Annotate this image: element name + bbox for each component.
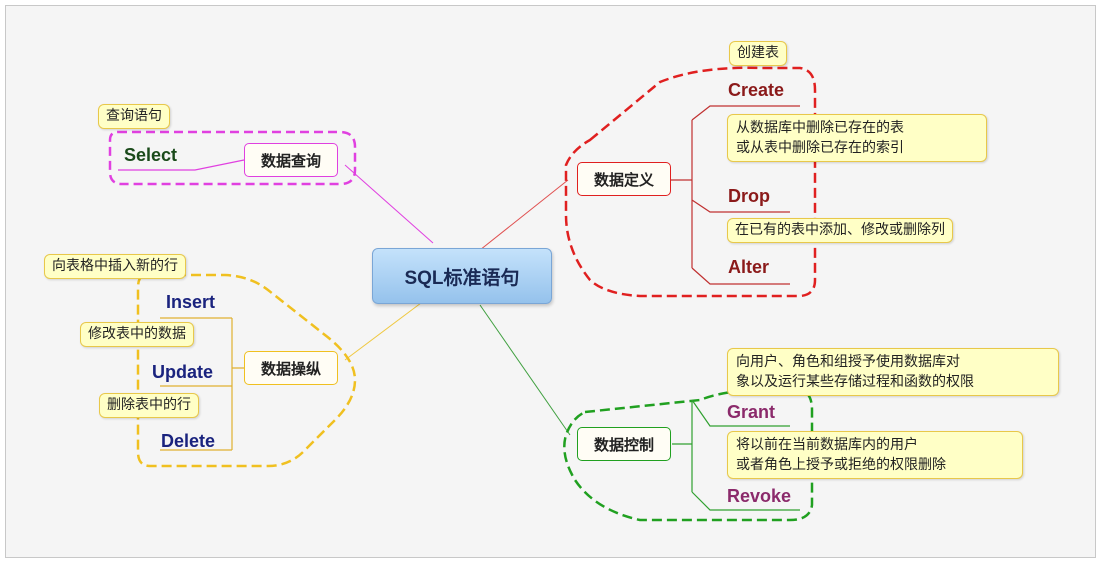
keyword-drop[interactable]: Drop (728, 186, 770, 206)
note-grant: 向用户、角色和组授予使用数据库对 象以及运行某些存储过程和函数的权限 (727, 348, 1059, 396)
branch-manipulation[interactable]: 数据操纵 (244, 351, 338, 385)
keyword-revoke[interactable]: Revoke (727, 486, 792, 506)
connector-center-control (479, 304, 571, 436)
keyword-grant[interactable]: Grant (727, 402, 776, 422)
connector-center-query (344, 164, 434, 244)
branch-control-label: 数据控制 (593, 435, 654, 454)
center-label: SQL标准语句 (404, 267, 520, 289)
keyword-select[interactable]: Select (124, 145, 178, 165)
branch-query-label: 数据查询 (260, 151, 321, 170)
branch-manipulation-label: 数据操纵 (260, 359, 321, 378)
boundary-definition (564, 66, 817, 298)
branch-definition[interactable]: 数据定义 (577, 162, 671, 196)
note-update: 修改表中的数据 (80, 322, 194, 347)
keyword-create[interactable]: Create (728, 80, 785, 100)
connector-center-definition (479, 179, 569, 251)
boundary-query (108, 130, 357, 186)
connector-center-manipulation (344, 299, 426, 361)
boundary-manipulation (136, 273, 357, 468)
note-drop: 从数据库中删除已存在的表 或从表中删除已存在的索引 (727, 114, 987, 162)
center-node[interactable]: SQL标准语句 (372, 248, 552, 304)
note-revoke: 将以前在当前数据库内的用户 或者角色上授予或拒绝的权限删除 (727, 431, 1023, 479)
keyword-insert[interactable]: Insert (166, 292, 216, 312)
note-delete: 删除表中的行 (99, 393, 199, 418)
keyword-delete[interactable]: Delete (161, 431, 216, 451)
branch-query[interactable]: 数据查询 (244, 143, 338, 177)
branch-definition-label: 数据定义 (593, 170, 654, 189)
note-select: 查询语句 (98, 104, 170, 129)
branch-control[interactable]: 数据控制 (577, 427, 671, 461)
keyword-alter[interactable]: Alter (728, 257, 770, 277)
note-create: 创建表 (729, 41, 787, 66)
keyword-update[interactable]: Update (152, 362, 214, 382)
note-insert: 向表格中插入新的行 (44, 254, 186, 279)
note-alter: 在已有的表中添加、修改或删除列 (727, 218, 953, 243)
